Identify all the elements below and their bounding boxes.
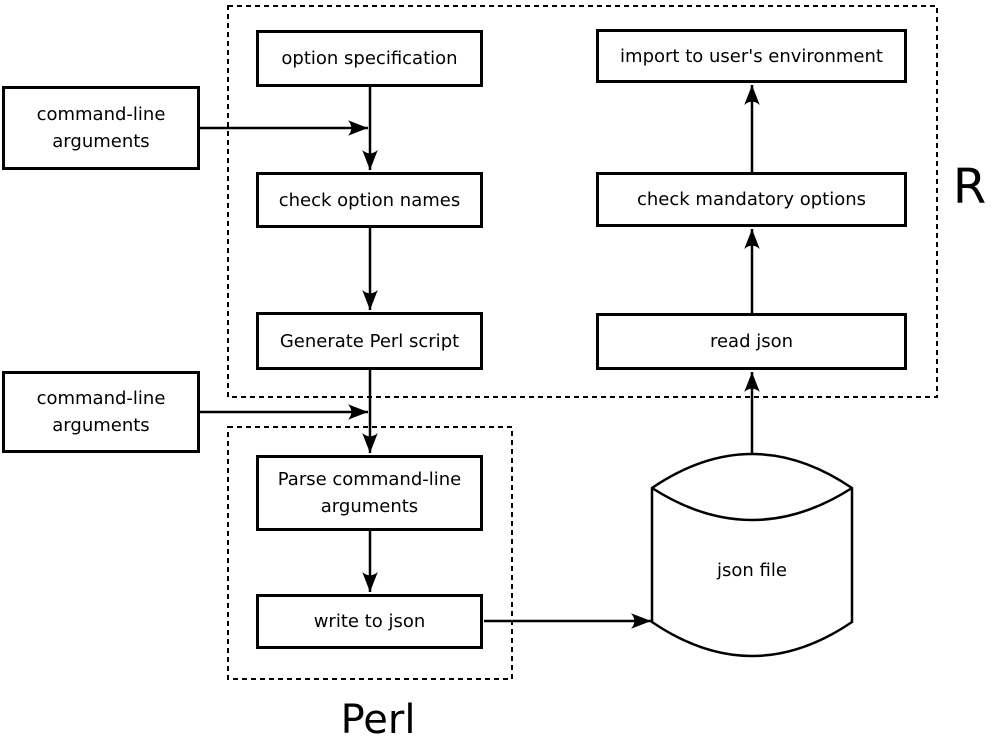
node-command-line-arguments-1-label: command-line arguments	[36, 104, 166, 152]
node-check-option-names: check option names	[256, 172, 483, 228]
node-read-json-label: read json	[709, 331, 794, 352]
node-check-mandatory-options: check mandatory options	[596, 172, 907, 227]
region-r-label: R	[952, 159, 987, 215]
node-command-line-arguments-2-label: command-line arguments	[36, 388, 166, 436]
node-option-specification-label: option specification	[281, 48, 458, 69]
node-check-option-names-label: check option names	[278, 189, 461, 211]
json-file-cylinder	[650, 452, 854, 658]
node-import-to-users-environment-label: import to user's environment	[620, 45, 883, 67]
json-file-label: json file	[717, 559, 787, 581]
node-parse-command-line-arguments: Parse command-line arguments	[256, 455, 483, 531]
node-check-mandatory-options-label: check mandatory options	[637, 189, 866, 210]
node-command-line-arguments-2: command-line arguments	[2, 371, 200, 453]
region-perl-border	[227, 426, 513, 680]
region-perl-label: Perl	[340, 697, 416, 743]
node-command-line-arguments-1: command-line arguments	[2, 86, 200, 170]
node-write-to-json: write to json	[256, 594, 483, 649]
node-import-to-users-environment: import to user's environment	[596, 29, 907, 83]
node-write-to-json-label: write to json	[313, 611, 426, 632]
node-generate-perl-script: Generate Perl script	[256, 312, 483, 370]
json-file-cylinder-rim	[651, 486, 853, 522]
region-r-border	[227, 5, 938, 398]
node-parse-command-line-arguments-label: Parse command-line arguments	[277, 469, 462, 517]
node-generate-perl-script-label: Generate Perl script	[279, 330, 460, 352]
node-read-json: read json	[596, 313, 907, 370]
node-option-specification: option specification	[256, 30, 483, 87]
